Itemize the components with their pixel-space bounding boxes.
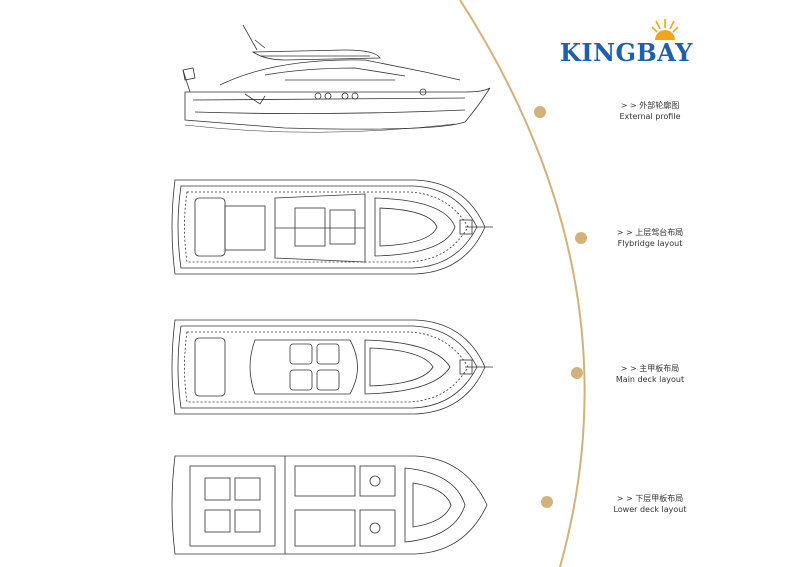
label-lower-deck: > > 下层甲板布局 Lower deck layout [590, 493, 710, 515]
lower-deck-layout-drawing [171, 455, 488, 555]
label-main-deck: > > 主甲板布局 Main deck layout [590, 363, 710, 385]
label-zh: > > 外部轮廓图 [620, 101, 680, 110]
brand-name: KINGBAY [560, 38, 693, 67]
label-zh: > > 主甲板布局 [620, 364, 680, 373]
sun-icon [652, 19, 678, 40]
label-flybridge: > > 上层驾台布局 Flybridge layout [590, 227, 710, 249]
label-zh: > > 下层甲板布局 [616, 494, 684, 503]
timeline-dot-flybridge [575, 232, 587, 244]
label-external-profile: > > 外部轮廓图 External profile [590, 100, 710, 122]
timeline-dot-lower-deck [541, 496, 553, 508]
label-en: Main deck layout [615, 375, 685, 384]
label-zh: > > 上层驾台布局 [616, 228, 684, 237]
label-en: Flybridge layout [617, 239, 683, 248]
label-en: External profile [619, 112, 681, 121]
main-deck-layout-drawing [171, 319, 493, 415]
flybridge-layout-drawing [171, 179, 493, 275]
timeline-dot-main-deck [571, 367, 583, 379]
brand-logo: KINGBAY [560, 18, 700, 68]
timeline-dot-profile [534, 106, 546, 118]
external-profile-drawing [182, 24, 491, 133]
label-en: Lower deck layout [613, 505, 687, 514]
